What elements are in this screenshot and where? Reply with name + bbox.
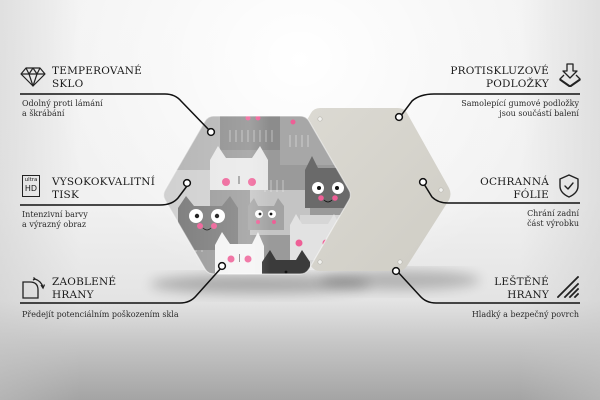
polished-edge-icon [557, 276, 579, 298]
feature-description: Odolný proti lámání [22, 99, 103, 108]
feature-title: HRANY [52, 289, 94, 301]
front-hexagon-shadow [150, 274, 370, 294]
callout-dot-icon [206, 127, 216, 137]
feature-description: Samolepící gumové podložky [461, 99, 579, 108]
feature-description: Intenzivní barvy [22, 210, 88, 219]
feature-title: ZAOBLENÉ [52, 276, 117, 288]
diamond-icon [20, 67, 46, 87]
ultra-hd-icon-text: HD [24, 184, 38, 193]
pad-hole-icon [317, 259, 323, 265]
pad-hole-icon [317, 116, 323, 122]
callout-dot-icon [217, 261, 227, 271]
feature-description: Hladký a bezpečný povrch [471, 310, 579, 319]
pad-hole-icon [397, 259, 403, 265]
feature-title: PROTISKLUZOVÉ [450, 65, 549, 77]
callout-line-hd-print [20, 185, 188, 206]
callout-dots [182, 112, 428, 276]
feature-title: HRANY [507, 289, 549, 301]
feature-title: SKLO [52, 78, 84, 90]
pad-hole-icon [438, 187, 444, 193]
feature-title: VYSOKOKVALITNÍ [52, 176, 156, 188]
feature-title: PODLOŽKY [485, 78, 549, 90]
ultra-hd-icon-text: ultra [24, 177, 38, 183]
feature-description: část výrobku [527, 219, 579, 228]
feature-description: Předejít potenciálním poškozením skla [22, 310, 179, 319]
feature-title: TEMPEROVANÉ [52, 65, 142, 77]
callout-line-protective-foil [423, 183, 580, 204]
feature-title: FÓLIE [513, 189, 549, 201]
callout-line-anti-slip [399, 93, 580, 118]
feature-description: Chrání zadní [527, 209, 579, 218]
pad-download-icon [559, 63, 581, 87]
feature-description: a výrazný obraz [22, 220, 87, 229]
ultra-hd-icon: ultra HD [22, 175, 40, 197]
rounded-corner-icon [22, 277, 45, 299]
feature-title: TISK [52, 189, 79, 201]
feature-description: a škrábání [22, 109, 65, 118]
callout-line-tempered-glass [20, 93, 211, 132]
callout-dot-icon [391, 266, 401, 276]
feature-description: jsou součástí balení [499, 109, 579, 118]
feature-title: OCHRANNÁ [480, 176, 549, 188]
feature-title: LEŠTĚNÉ [494, 276, 549, 288]
front-hexagon-edge [162, 115, 352, 275]
callout-line-polished-edges [396, 270, 580, 304]
callout-lines [20, 93, 580, 304]
shield-check-icon [559, 174, 579, 198]
back-hexagon-shadow [320, 270, 480, 290]
callout-dot-icon [394, 112, 404, 122]
callout-dot-icon [182, 178, 192, 188]
callout-line-rounded-edges [20, 266, 223, 304]
callout-dot-icon [418, 177, 428, 187]
